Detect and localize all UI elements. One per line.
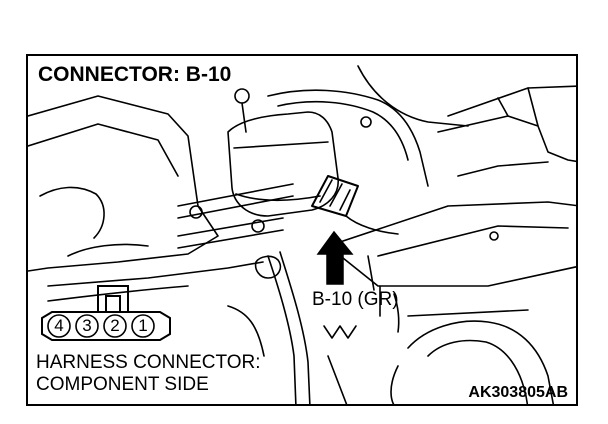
air-cleaner-box — [327, 201, 576, 247]
connector-code-label: B-10 (GR) — [312, 289, 399, 310]
pin-1: 1 — [138, 316, 148, 335]
connector-b10-illustration — [311, 175, 359, 217]
diagram-frame: CONNECTOR: B-10 4 3 2 1 B-10 (GR) HARNES… — [26, 54, 578, 406]
air-duct — [407, 320, 555, 404]
pin-3: 3 — [82, 316, 92, 335]
caption-line-1: HARNESS CONNECTOR: — [36, 352, 261, 373]
figure-id: AK303805AB — [468, 384, 568, 401]
figure-title: CONNECTOR: B-10 — [38, 63, 232, 86]
air-filter-housing — [227, 111, 339, 217]
intake-manifold — [28, 95, 219, 272]
pointer-arrow — [316, 230, 354, 285]
engine-bay-illustration — [28, 65, 576, 404]
harness-caption: HARNESS CONNECTOR: COMPONENT SIDE — [36, 352, 261, 396]
pin-4: 4 — [54, 316, 64, 335]
harness-connector-face — [41, 285, 171, 341]
caption-line-2: COMPONENT SIDE — [36, 374, 209, 395]
pin-2: 2 — [110, 316, 120, 335]
